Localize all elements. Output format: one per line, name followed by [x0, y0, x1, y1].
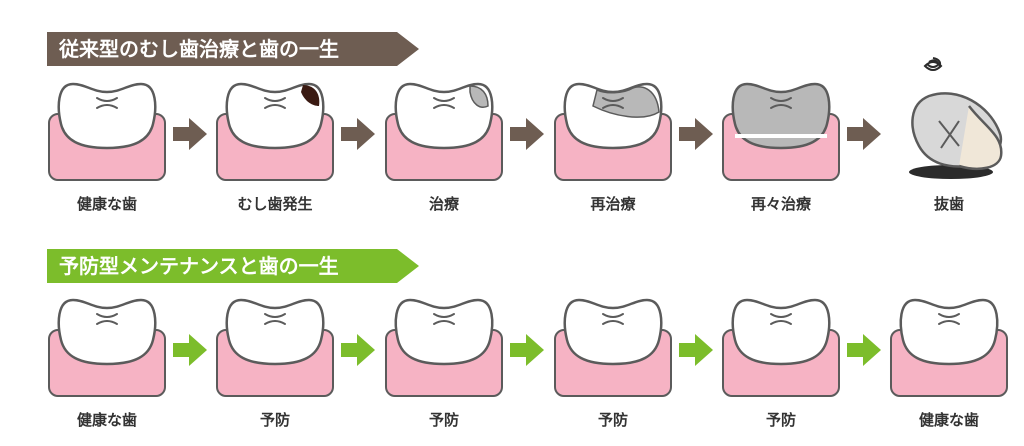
- tooth-filling-large-icon: [554, 82, 672, 181]
- stage-label: 治療: [428, 195, 459, 213]
- stage-label: 予防: [597, 411, 628, 429]
- stage-filling-large: 再治療: [553, 76, 673, 226]
- stage-healthy: 予防: [553, 292, 673, 442]
- stage-label: 再々治療: [750, 195, 811, 213]
- stage-cavity: むし歯発生: [215, 76, 335, 226]
- stage-label: 健康な歯: [918, 411, 979, 429]
- progression-arrow-icon: [173, 334, 207, 366]
- stage-label: 予防: [428, 411, 459, 429]
- progression-arrow-icon: [341, 118, 375, 150]
- stage-crown: 再々治療: [721, 76, 841, 226]
- progression-arrow-icon: [679, 118, 713, 150]
- stage-label: 健康な歯: [76, 411, 137, 429]
- tooth-healthy-icon: [554, 298, 672, 397]
- stage-label: 健康な歯: [76, 195, 137, 213]
- tooth-healthy-icon: [890, 298, 1008, 397]
- stage-label: 再治療: [590, 195, 636, 213]
- stage-label: むし歯発生: [237, 195, 313, 213]
- preventive-maintenance-row: 健康な歯 予防 予防 予防 予防 健康な歯: [0, 292, 1024, 442]
- stage-filling-small: 治療: [384, 76, 504, 226]
- progression-arrow-icon: [847, 118, 881, 150]
- progression-arrow-icon: [510, 118, 544, 150]
- tooth-filling-small-icon: [385, 82, 503, 181]
- stage-healthy: 健康な歯: [47, 76, 167, 226]
- stage-healthy: 健康な歯: [47, 292, 167, 442]
- tooth-healthy-icon: [385, 298, 503, 397]
- progression-arrow-icon: [847, 334, 881, 366]
- progression-arrow-icon: [679, 334, 713, 366]
- progression-arrow-icon: [341, 334, 375, 366]
- stage-healthy: 予防: [721, 292, 841, 442]
- traditional-treatment-banner: 従来型のむし歯治療と歯の一生: [47, 32, 419, 66]
- progression-arrow-icon: [173, 118, 207, 150]
- tooth-extracted-icon: [909, 57, 1003, 179]
- traditional-treatment-row: 健康な歯 むし歯発生 治療 再治療 再々治療 抜歯: [0, 57, 1024, 226]
- stage-label: 抜歯: [933, 195, 964, 213]
- progression-arrow-icon: [510, 334, 544, 366]
- tooth-healthy-icon: [48, 82, 166, 181]
- stage-healthy: 健康な歯: [889, 292, 1009, 442]
- preventive-maintenance-banner: 予防型メンテナンスと歯の一生: [47, 249, 419, 283]
- tooth-healthy-icon: [722, 298, 840, 397]
- tooth-healthy-icon: [48, 298, 166, 397]
- tooth-healthy-icon: [216, 298, 334, 397]
- tooth-crown-icon: [722, 82, 840, 181]
- stage-label: 予防: [765, 411, 796, 429]
- tooth-cavity-icon: [216, 82, 334, 181]
- stage-extracted: 抜歯: [889, 57, 1009, 226]
- stage-healthy: 予防: [215, 292, 335, 442]
- stage-healthy: 予防: [384, 292, 504, 442]
- stage-label: 予防: [259, 411, 290, 429]
